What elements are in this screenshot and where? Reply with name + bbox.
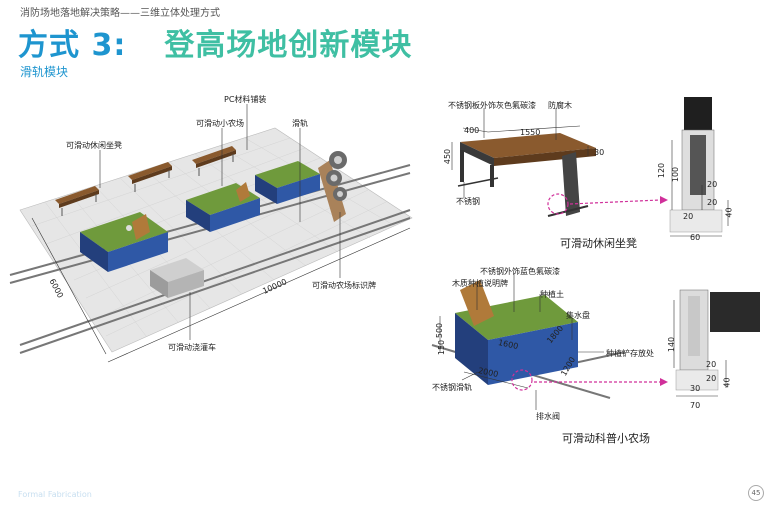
label-sprinkler: 可滑动浇灌车 (168, 343, 216, 352)
dim-farm-section-40: 40 (722, 377, 732, 388)
dim-farm-500: 500 (435, 322, 445, 339)
caption-farm: 可滑动科普小农场 (562, 432, 650, 445)
farm-box-3 (255, 161, 320, 204)
bench-3 (192, 146, 236, 176)
dim-farm-section-70: 70 (690, 401, 701, 410)
dim-section-60: 60 (690, 233, 701, 242)
dim-farm-section-140: 140 (667, 336, 677, 353)
label-water-tray: 集水盘 (566, 311, 590, 320)
label-shovel: 种植铲存放处 (606, 349, 654, 358)
dim-farm-150: 150 (437, 339, 447, 356)
dim-section-20c: 20 (683, 212, 694, 221)
benches (55, 146, 236, 216)
label-bench-board: 不锈钢板外饰灰色氟碳漆 (448, 101, 536, 110)
dim-section-120: 120 (657, 162, 667, 179)
label-pc-paving: PC材料铺装 (224, 95, 267, 104)
dim-section-40: 40 (724, 207, 734, 218)
farm-box-2 (186, 182, 260, 232)
caption-bench: 可滑动休闲坐凳 (560, 237, 637, 250)
sprinkler-cart (150, 258, 204, 298)
farm-section (673, 289, 760, 397)
leader-lines (99, 104, 341, 340)
dim-section-100: 100 (671, 166, 681, 183)
label-wood-sign: 木质种植说明牌 (452, 279, 508, 288)
dim-farm-section-20b: 20 (706, 374, 717, 383)
footer-brand: Formal Fabrication (18, 490, 92, 499)
label-sign: 可滑动农场标识牌 (312, 281, 376, 290)
label-bench-steel: 不锈钢 (456, 197, 480, 206)
dim-farm-section-30: 30 (690, 384, 701, 393)
label-box-finish: 不锈钢外饰蓝色氟碳漆 (480, 267, 560, 276)
label-soil: 种植土 (540, 290, 564, 299)
label-rail: 滑轨 (292, 119, 308, 128)
title-mode: 方式 3: (18, 28, 127, 63)
dim-farm-section-20a: 20 (706, 360, 717, 369)
bench-section (669, 97, 729, 237)
bench-1 (55, 186, 99, 216)
ground-plane (19, 127, 413, 353)
farm-elevation (431, 274, 668, 410)
section-subheading: 滑轨模块 (20, 65, 69, 79)
page-title: 方式 3: 登高场地创新模块 (18, 20, 412, 64)
dim-bench-1550: 1550 (520, 128, 541, 137)
breadcrumb: 消防场地落地解决策略——三维立体处理方式 (20, 8, 220, 19)
title-topic: 登高场地创新模块 (164, 28, 413, 63)
dim-bench-450: 450 (443, 148, 453, 165)
label-mini-farm: 可滑动小农场 (196, 119, 244, 128)
label-steel-rail: 不锈钢滑轨 (432, 383, 472, 392)
scene-dimension-lines (31, 217, 411, 363)
farm-box-1 (80, 212, 168, 272)
label-drain: 排水阀 (536, 412, 560, 421)
dim-section-20a: 20 (707, 180, 718, 189)
page-number: 45 (748, 485, 764, 501)
bench-2 (128, 162, 172, 192)
dim-section-20b: 20 (707, 198, 718, 207)
label-bench: 可滑动休闲坐凳 (66, 141, 122, 150)
label-bench-wood: 防腐木 (548, 101, 572, 110)
farm-sign (318, 151, 347, 222)
dim-bench-30: 30 (594, 148, 605, 157)
dim-bench-400: 400 (464, 126, 480, 135)
bench-elevation (451, 108, 668, 217)
left-scene (9, 104, 413, 363)
farm-boxes (80, 161, 320, 272)
